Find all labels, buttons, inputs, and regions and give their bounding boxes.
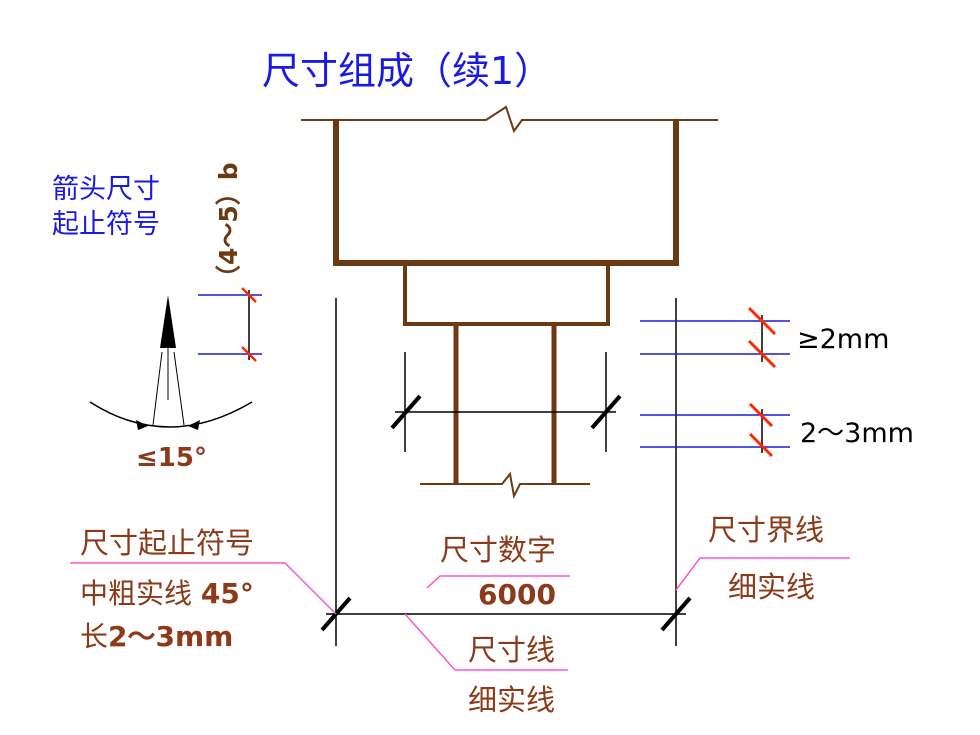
foundation-structure bbox=[301, 105, 718, 500]
red-small-tick-bottom bbox=[241, 346, 257, 362]
leader-lines bbox=[70, 557, 850, 671]
arc-arrow-right-icon bbox=[188, 420, 200, 430]
arrow-left-edge bbox=[152, 351, 163, 426]
page-title: 尺寸组成（续1） bbox=[262, 49, 552, 93]
red-tick-1a bbox=[747, 306, 777, 336]
extend-label: 2～3mm bbox=[800, 418, 914, 449]
ext-line-label: 尺寸界线 bbox=[708, 513, 824, 547]
bottom-break-line bbox=[420, 471, 590, 500]
arrow-size-label: （4～5）b bbox=[214, 162, 243, 290]
middle-block bbox=[403, 261, 610, 326]
angle-arc bbox=[89, 401, 253, 428]
arrow-caption-line1: 箭头尺寸 bbox=[52, 174, 160, 205]
arrowhead-icon bbox=[160, 295, 176, 348]
arrow-symbol bbox=[89, 295, 253, 430]
red-tick-1b bbox=[747, 339, 777, 369]
arc-arrow-left-icon bbox=[136, 420, 148, 430]
arrow-caption-line2: 起止符号 bbox=[52, 209, 160, 240]
arrow-right-edge bbox=[173, 351, 185, 426]
leader-ext-line bbox=[675, 557, 850, 591]
dim-line-label: 尺寸线 bbox=[468, 633, 555, 667]
gap-min-label: ≥2mm bbox=[797, 324, 889, 355]
col-tick-right bbox=[590, 394, 622, 430]
column-dimension bbox=[390, 352, 622, 452]
leader-dim-line bbox=[404, 613, 568, 671]
red-tick-2b bbox=[748, 432, 774, 458]
right-gap-details bbox=[640, 306, 790, 458]
angle-label: ≤15° bbox=[136, 443, 207, 473]
top-break-line bbox=[301, 105, 718, 134]
leader-tick bbox=[70, 562, 337, 615]
tick-name-label: 尺寸起止符号 bbox=[80, 526, 254, 560]
dim-number-label: 尺寸数字 bbox=[440, 533, 556, 567]
ext-line-style: 细实线 bbox=[728, 570, 815, 604]
tick-size-detail bbox=[198, 287, 262, 362]
red-tick-2a bbox=[748, 402, 774, 428]
dim-value: 6000 bbox=[478, 578, 556, 611]
col-tick-left bbox=[390, 394, 422, 430]
tick-desc-label: 中粗实线 45° bbox=[80, 577, 254, 610]
tick-right bbox=[660, 596, 692, 632]
leader-dim-number bbox=[426, 575, 570, 589]
dim-line-style: 细实线 bbox=[468, 683, 555, 717]
red-small-tick-top bbox=[241, 287, 257, 303]
tick-length-label: 长2～3mm bbox=[80, 620, 233, 653]
